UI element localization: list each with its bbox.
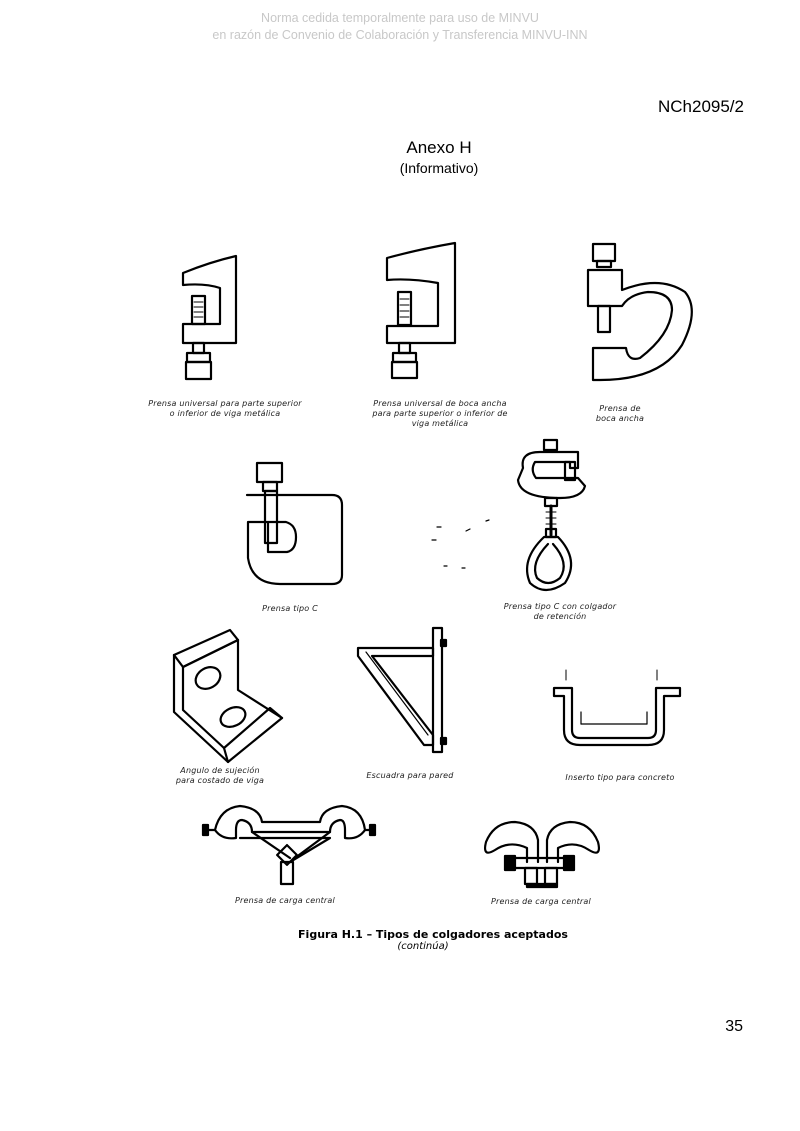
caption-line: Prensa de: [599, 404, 641, 413]
caption-angle-bracket: Angulo de sujeción para costado de viga: [150, 766, 290, 786]
caption-line: para costado de viga: [175, 776, 265, 785]
stray-marks: [431, 519, 490, 569]
caption-line: Prensa de carga central: [235, 896, 335, 905]
angle-bracket-drawing: [172, 628, 284, 764]
universal-clamp-drawing: [181, 254, 238, 381]
c-type-clamp-drawing: [245, 461, 344, 586]
caption-line: Prensa universal para parte superior: [148, 399, 302, 408]
caption-line: o inferior de viga metálica: [169, 409, 281, 418]
annex-title: Anexo H: [406, 138, 472, 157]
caption-line: de retención: [533, 612, 587, 621]
concrete-insert-drawing: [552, 669, 682, 747]
caption-wide-mouth-clamp: Prensa de boca ancha: [570, 404, 670, 424]
caption-line: Escuadra para pared: [366, 771, 454, 780]
document-number: NCh2095/2: [657, 97, 744, 116]
wall-bracket-drawing: [356, 626, 448, 754]
figure-title: Figura H.1 – Tipos de colgadores aceptad…: [298, 928, 568, 941]
wide-mouth-universal-clamp-drawing: [385, 241, 457, 380]
caption-line: Prensa de carga central: [491, 897, 591, 906]
caption-wall-bracket: Escuadra para pared: [350, 771, 470, 781]
caption-c-type-clamp: Prensa tipo C: [230, 604, 350, 614]
caption-line: Prensa tipo C: [262, 604, 318, 613]
caption-wide-mouth-universal-clamp: Prensa universal de boca ancha para part…: [345, 399, 535, 429]
page-number: 35: [725, 1018, 743, 1035]
caption-line: boca ancha: [595, 414, 645, 423]
caption-line: Prensa tipo C con colgador: [503, 602, 617, 611]
caption-line: viga metálica: [411, 419, 469, 428]
caption-line: para parte superior o inferior de: [372, 409, 508, 418]
watermark-line-1: Norma cedida temporalmente para uso de M…: [261, 11, 539, 25]
caption-line: Prensa universal de boca ancha: [373, 399, 507, 408]
caption-concrete-insert: Inserto tipo para concreto: [545, 773, 695, 783]
caption-center-load-clamp-1: Prensa de carga central: [210, 896, 360, 906]
caption-c-clamp-retention: Prensa tipo C con colgador de retención: [480, 602, 640, 622]
center-load-hooks-drawing: [483, 820, 601, 889]
watermark-line-2: en razón de Convenio de Colaboración y T…: [212, 28, 588, 42]
caption-line: Inserto tipo para concreto: [565, 773, 675, 782]
c-clamp-retention-hanger-drawing: [516, 438, 587, 592]
figure-subtitle: (continúa): [397, 941, 449, 952]
caption-line: Angulo de sujeción: [180, 766, 260, 775]
caption-universal-clamp: Prensa universal para parte superior o i…: [130, 399, 320, 419]
center-load-clamp-drawing: [201, 804, 377, 886]
wide-mouth-clamp-drawing: [586, 242, 693, 382]
annex-subtitle: (Informativo): [399, 160, 479, 176]
caption-center-load-clamp-2: Prensa de carga central: [466, 897, 616, 907]
